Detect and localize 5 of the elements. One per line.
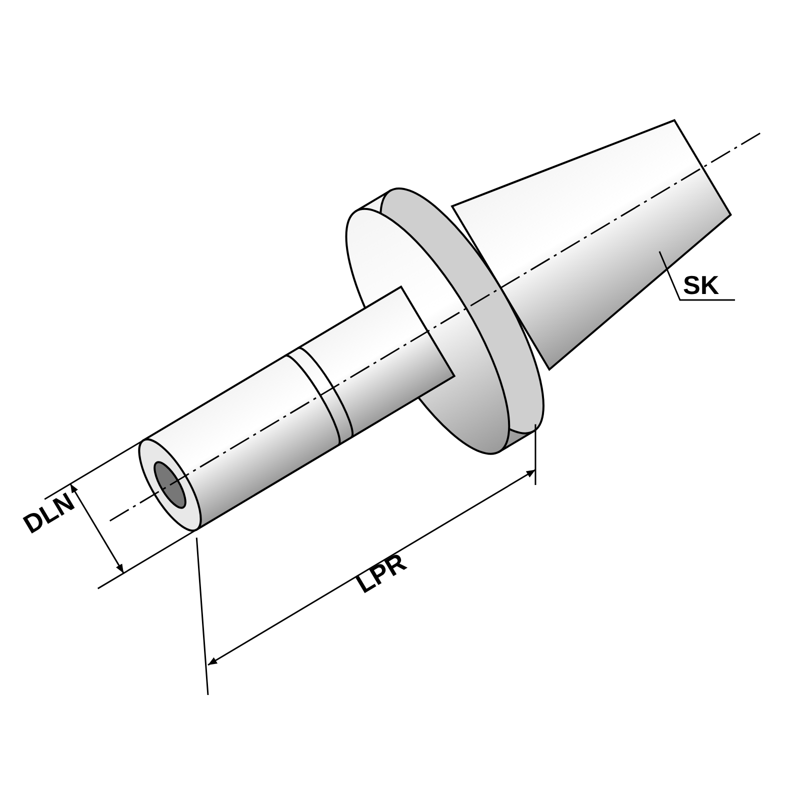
part-label: SK — [683, 272, 720, 298]
leader-line — [658, 251, 735, 301]
taper-cone — [450, 119, 732, 371]
dimension-label: LPR — [352, 548, 410, 598]
dimension-label: DLN — [19, 488, 78, 538]
